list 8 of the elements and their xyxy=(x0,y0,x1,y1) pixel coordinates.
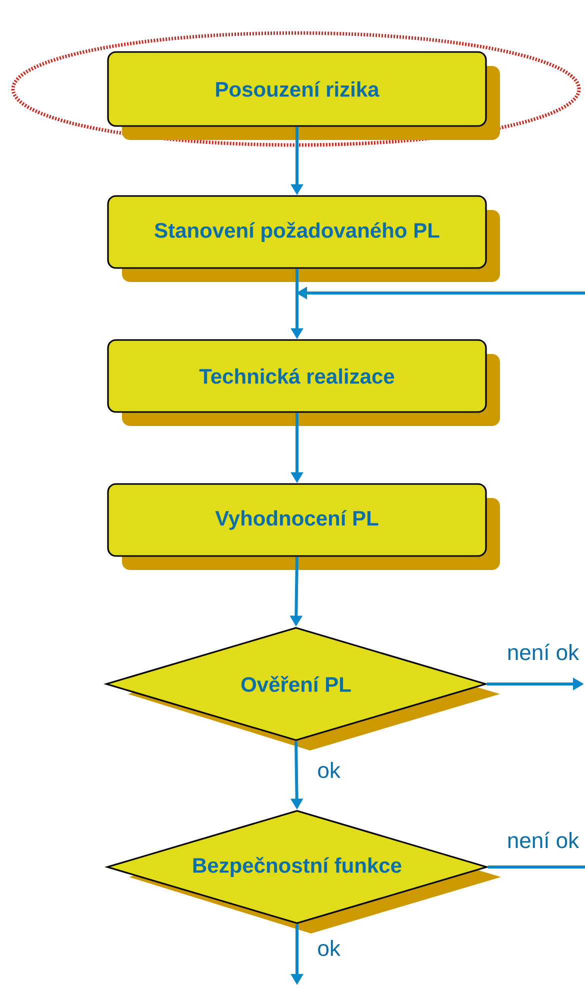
edge-label: ok xyxy=(318,940,340,956)
edge-label: není ok xyxy=(508,644,580,660)
edge-label: není ok xyxy=(508,832,580,848)
edge-label: ok xyxy=(318,762,340,778)
process-box: Stanovení požadovaného PL xyxy=(107,195,500,282)
process-box: Technická realizace xyxy=(107,339,500,426)
process-box: Posouzení rizika xyxy=(107,51,500,140)
process-box: Vyhodnocení PL xyxy=(107,483,500,570)
